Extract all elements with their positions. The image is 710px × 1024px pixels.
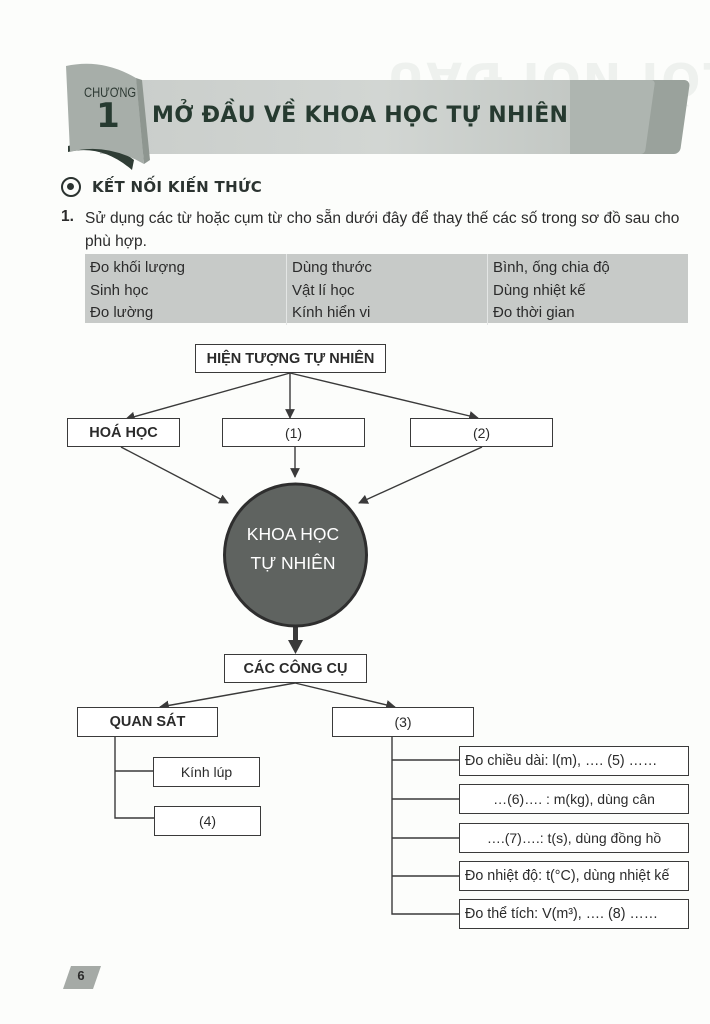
word-bank-table: Đo khối lượng Sinh học Đo lường Dùng thư…: [85, 254, 688, 325]
section-title: KẾT NỐI KIẾN THỨC: [92, 178, 263, 196]
arrow-tools-to-measure: [294, 682, 396, 710]
center-circle: [223, 482, 368, 628]
word-bank-column: Dùng thước Vật lí học Kính hiển vi: [287, 254, 488, 325]
thick-arrow-shaft: [293, 624, 298, 644]
word-bank-column: Đo khối lượng Sinh học Đo lường: [85, 254, 287, 325]
box-blank-3: (3): [332, 707, 474, 737]
chapter-number: 1: [96, 96, 120, 136]
arrow-tools-to-observe: [159, 682, 296, 711]
thick-arrow-head: [288, 640, 303, 654]
chapter-title: MỞ ĐẦU VỀ KHOA HỌC TỰ NHIÊN: [152, 103, 569, 128]
word-bank-item: Đo thời gian: [493, 304, 575, 321]
box-blank-4: (4): [154, 806, 261, 836]
box-measure-length: Đo chiều dài: l(m), …. (5) ……: [459, 746, 689, 776]
box-measure-temperature: Đo nhiệt độ: t(°C), dùng nhiệt kế: [459, 861, 689, 891]
word-bank-item: Đo khối lượng: [90, 259, 185, 276]
center-label-line2: TỰ NHIÊN: [250, 553, 336, 573]
center-label-line1: KHOA HỌC: [246, 524, 340, 544]
box-measure-time: ….(7)….: t(s), dùng đồng hồ: [459, 823, 689, 853]
box-measure-volume: Đo thể tích: V(m³), …. (8) ……: [459, 899, 689, 929]
word-bank-item: Dùng nhiệt kế: [493, 281, 586, 299]
arrow-root-to-hoahoc: [125, 372, 291, 422]
connector-observe-tree: [114, 737, 154, 819]
box-measure-mass: …(6)…. : m(kg), dùng cân: [459, 784, 689, 814]
word-bank-item: Sinh học: [90, 281, 149, 299]
word-bank-item: Bình, ống chia độ: [493, 259, 610, 276]
connector-measure-tree: [391, 737, 460, 915]
word-bank-item: Dùng thước: [292, 259, 372, 276]
center-label: KHOA HỌC TỰ NHIÊN: [218, 520, 368, 578]
page-badge: [63, 966, 101, 989]
box-hoahoc: HOÁ HỌC: [67, 418, 180, 447]
banner-main-layer: [100, 80, 570, 154]
arrow-root-to-2: [289, 372, 479, 421]
word-bank-item: Đo lường: [90, 304, 154, 321]
book-icon: [62, 60, 150, 172]
arrow-hoahoc-to-center: [120, 446, 229, 504]
question-number: 1.: [61, 208, 74, 225]
page-number: 6: [77, 968, 85, 983]
box-root: HIỆN TƯỢNG TỰ NHIÊN: [195, 344, 386, 373]
box-observe: QUAN SÁT: [77, 707, 218, 737]
chapter-label: CHƯƠNG: [84, 84, 137, 100]
word-bank-item: Kính hiển vi: [292, 304, 371, 321]
arrow-2-to-center: [358, 446, 483, 504]
word-bank-column: Bình, ống chia độ Dùng nhiệt kế Đo thời …: [488, 254, 688, 325]
box-kinh-lup: Kính lúp: [153, 757, 260, 787]
question-text: Sử dụng các từ hoặc cụm từ cho sẵn dưới …: [85, 210, 680, 250]
target-bullet-icon: [61, 177, 81, 197]
word-bank-item: Vật lí học: [292, 281, 355, 299]
box-blank-2: (2): [410, 418, 553, 447]
box-blank-1: (1): [222, 418, 365, 447]
chapter-banner: [100, 78, 691, 156]
box-tools: CÁC CÔNG CỤ: [224, 654, 367, 683]
